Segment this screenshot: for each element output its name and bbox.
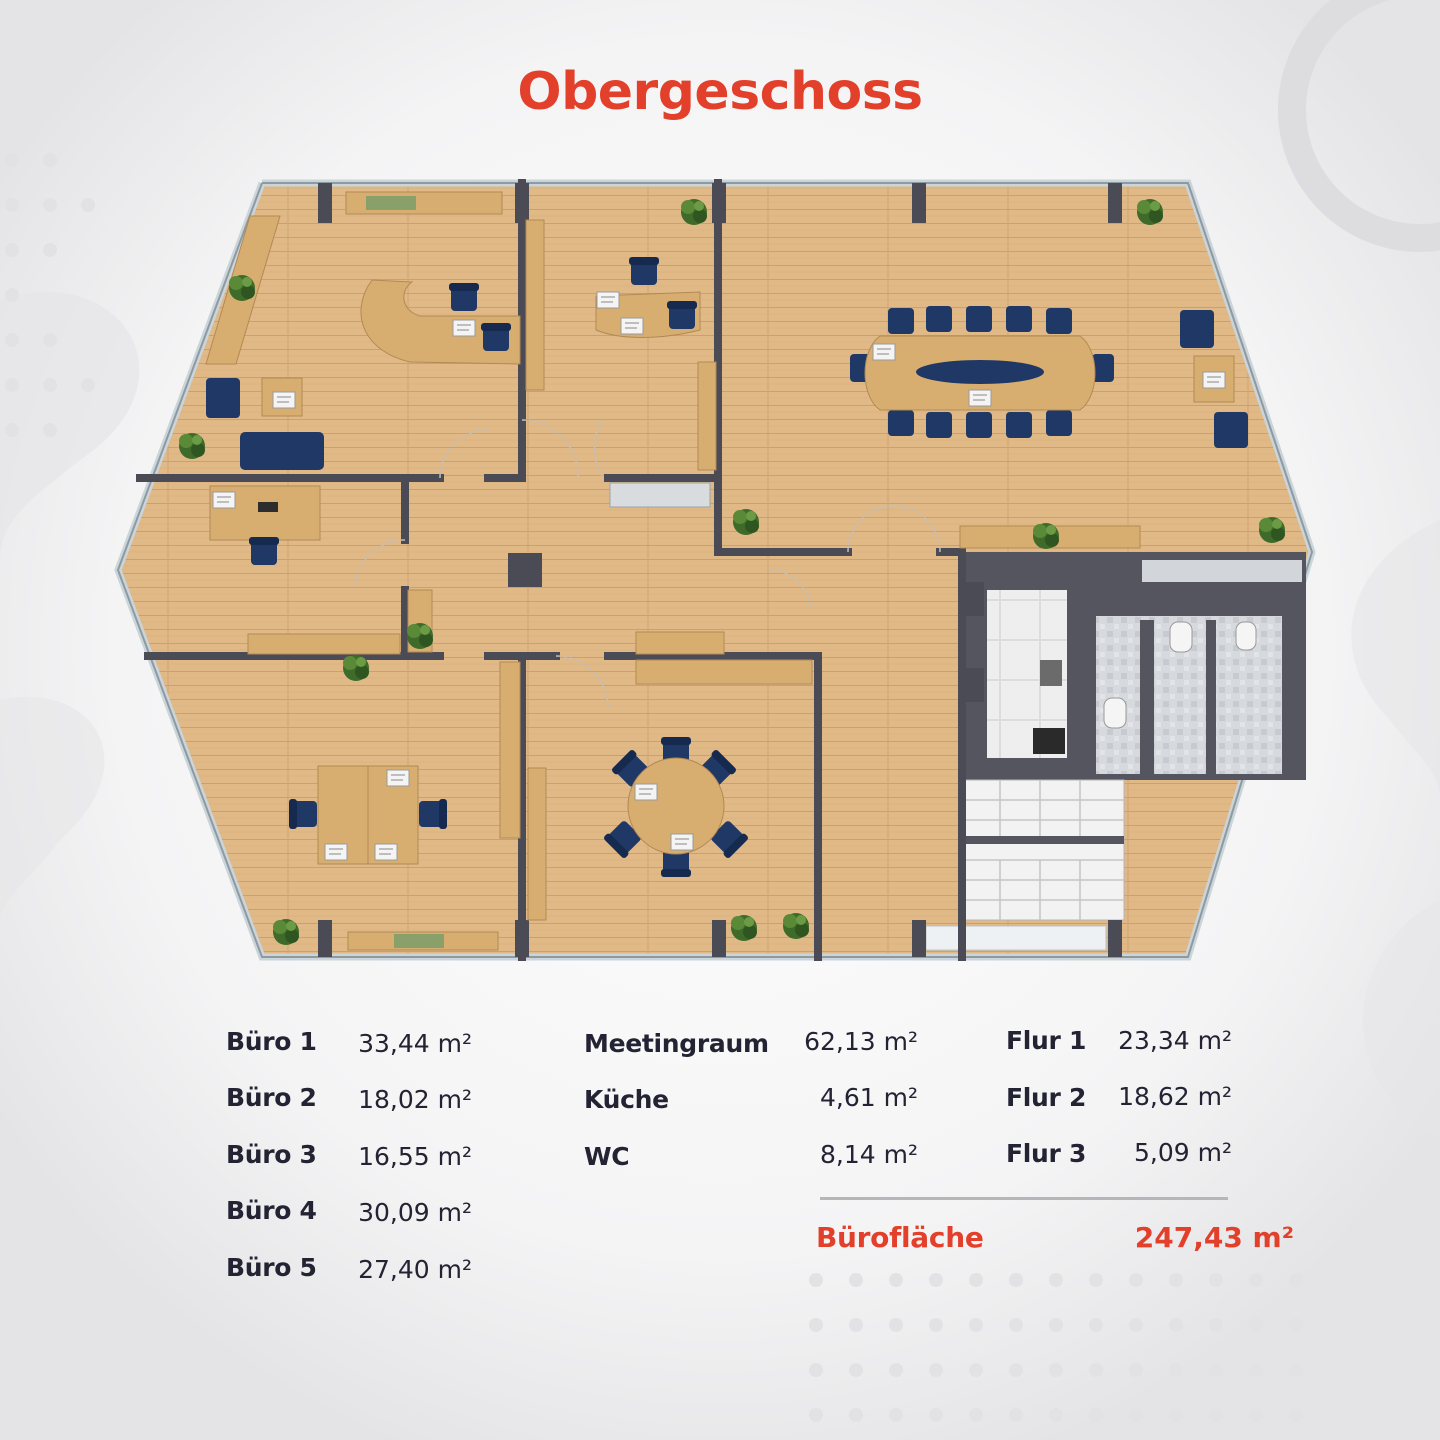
area-value-buero-4: 30,09 m²: [358, 1198, 472, 1227]
area-value-kueche: 4,61 m²: [820, 1083, 918, 1112]
buero-2-furniture: [525, 199, 717, 471]
page-title: Obergeschoss: [517, 62, 923, 122]
interior-walls: [136, 179, 966, 961]
area-value-buero-5: 27,40 m²: [358, 1255, 472, 1284]
columns: [318, 183, 1122, 957]
area-value-buero-3: 16,55 m²: [358, 1142, 472, 1171]
area-value-buero-2: 18,02 m²: [358, 1085, 472, 1114]
area-label-flur-2: Flur 2: [1006, 1083, 1087, 1112]
area-value-buero-1: 33,44 m²: [358, 1029, 472, 1058]
area-value-flur-3: 5,09 m²: [1134, 1138, 1232, 1167]
area-value-flur-2: 18,62 m²: [1118, 1082, 1232, 1111]
total-label: Bürofläche: [816, 1221, 984, 1254]
staircase: [961, 779, 1125, 921]
area-label-buero-2: Büro 2: [226, 1083, 317, 1112]
area-label-buero-4: Büro 4: [226, 1196, 317, 1225]
buero-1-furniture: [179, 191, 521, 470]
buero-4-furniture: [273, 661, 521, 951]
door-swings: [354, 419, 941, 709]
dot-pattern-bottom: [809, 1273, 1303, 1422]
area-label-buero-3: Büro 3: [226, 1140, 317, 1169]
area-value-wc: 8,14 m²: [820, 1140, 918, 1169]
area-value-flur-1: 23,34 m²: [1118, 1026, 1232, 1055]
area-label-buero-5: Büro 5: [226, 1253, 317, 1282]
area-label-meetingraum: Meetingraum: [584, 1029, 769, 1058]
area-value-meetingraum: 62,13 m²: [804, 1027, 918, 1056]
meetingraum-furniture: [733, 199, 1285, 549]
area-label-flur-3: Flur 3: [1006, 1139, 1087, 1168]
buero-3-furniture: [209, 485, 433, 681]
dot-pattern-left: [5, 153, 95, 437]
area-label-buero-1: Büro 1: [226, 1027, 317, 1056]
area-label-flur-1: Flur 1: [1006, 1026, 1087, 1055]
buero-5-furniture: [527, 631, 813, 941]
total-divider: [820, 1197, 1228, 1200]
total-value: 247,43 m²: [1134, 1221, 1294, 1254]
area-label-kueche: Küche: [584, 1085, 669, 1114]
area-label-wc: WC: [584, 1142, 630, 1171]
